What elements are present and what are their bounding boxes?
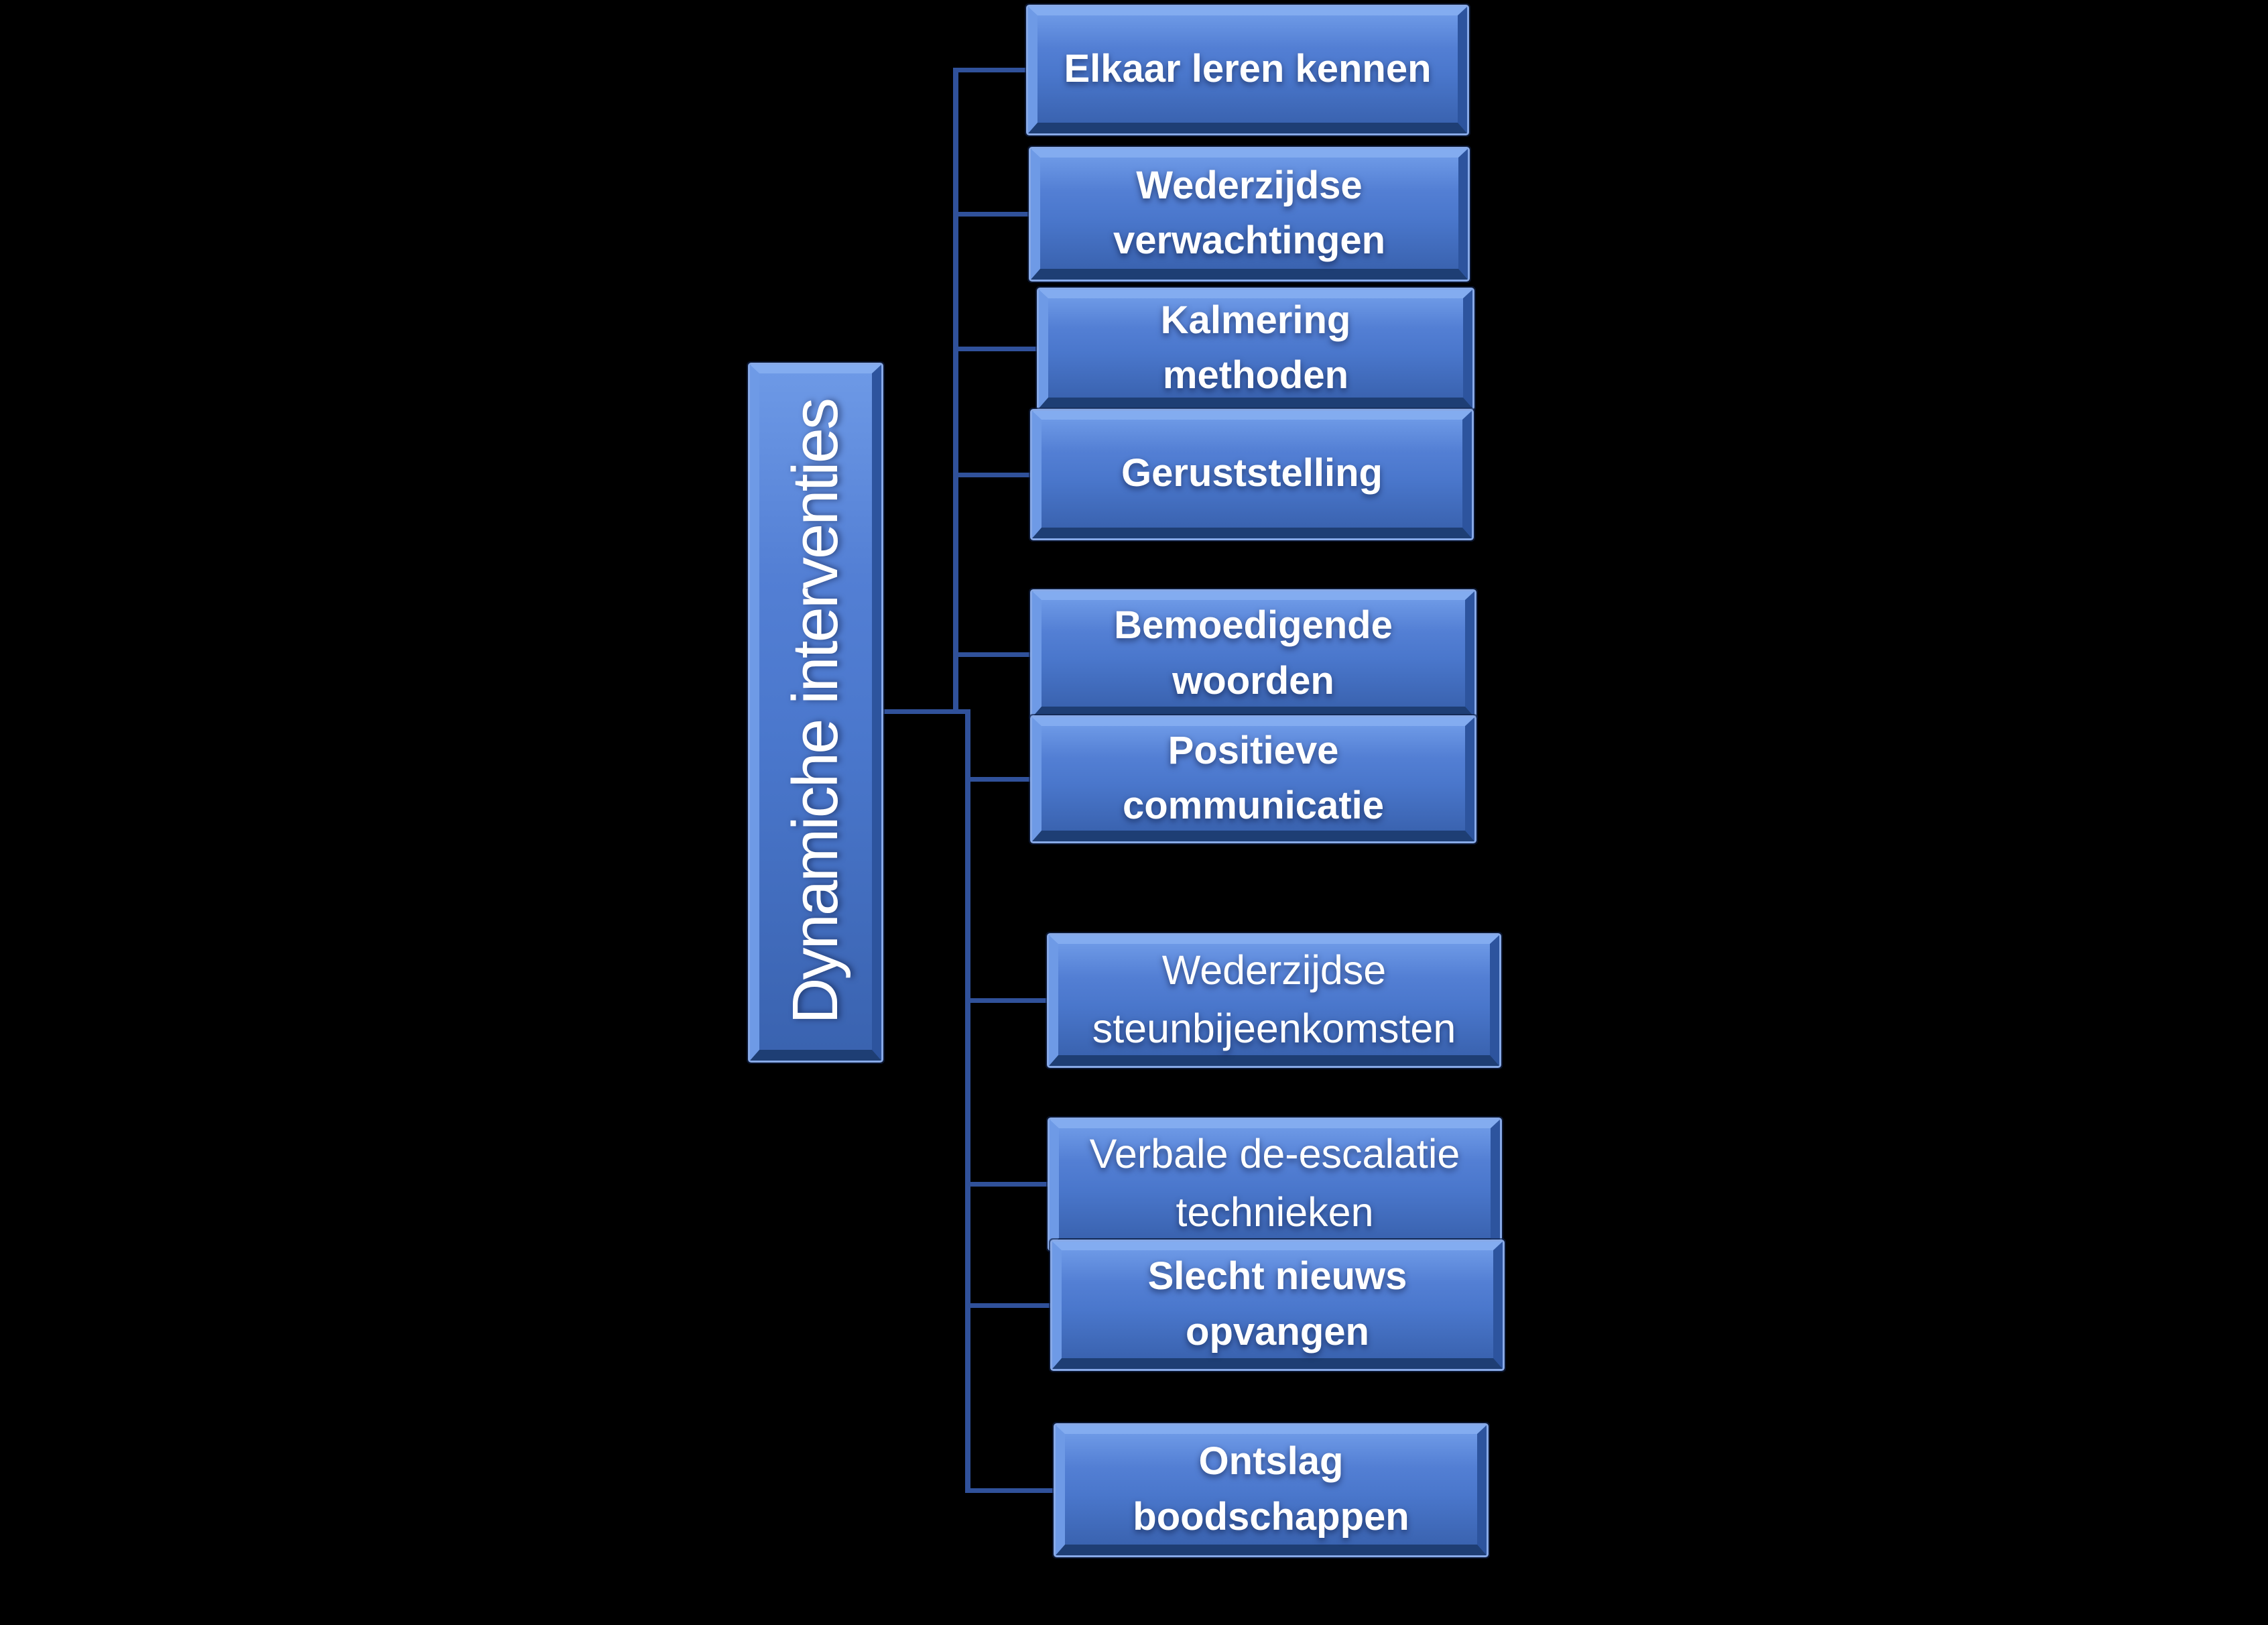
node-bemoedigende-woorden: Bemoedigende woorden [1032,591,1474,717]
connector-stub-5 [953,652,1035,657]
node-positieve-communicatie: Positieve communicatie [1032,717,1474,841]
connector-stub-2 [953,212,1033,217]
node-wederzijdse-verwachtingen: Wederzijdse verwachtingen [1031,149,1468,280]
connector-stub-4 [953,473,1035,477]
root-node-label: Dynamiche interventies [779,399,851,1024]
node-elkaar-leren-kennen: Elkaar leren kennen [1028,7,1467,133]
connector-trunk-lower [965,711,970,1493]
node-slecht-nieuws-opvangen: Slecht nieuws opvangen [1052,1242,1503,1369]
connector-stub-9 [965,1303,1055,1308]
connector-stub-1 [953,68,1031,72]
node-wederzijdse-steunbijeenkomsten: Wederzijdse steunbijeenkomsten [1049,935,1499,1066]
connector-stub-6 [965,777,1035,782]
root-node-dynamiche-interventies: Dynamiche interventies [750,365,881,1061]
node-geruststelling: Geruststelling [1032,411,1472,538]
connector-stub-10 [965,1488,1058,1493]
connector-stub-7 [965,998,1052,1003]
node-ontslag-boodschappen: Ontslag boodschappen [1056,1425,1487,1555]
node-verbale-de-escalatie-technieken: Verbale de-escalatie technieken [1050,1120,1500,1249]
connector-stub-8 [965,1182,1052,1187]
connector-trunk-upper [953,68,958,714]
node-kalmering-methoden: Kalmering methoden [1039,290,1472,408]
connector-root-link [878,709,970,714]
connector-stub-3 [953,347,1042,351]
